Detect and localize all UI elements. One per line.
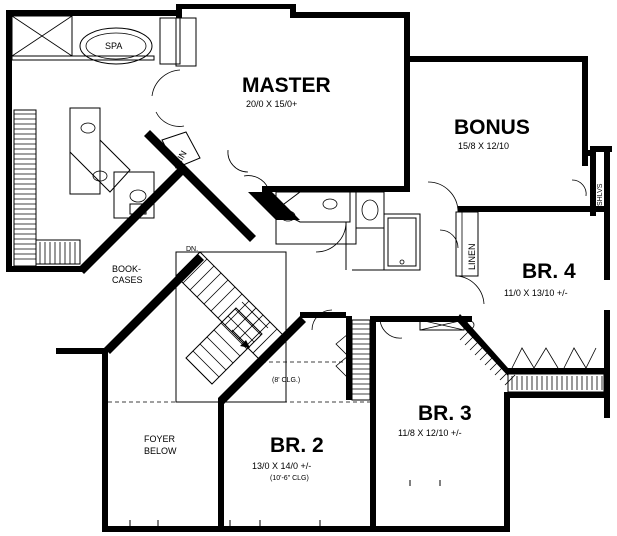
stair-tread: [227, 315, 255, 343]
label-foyer-1: FOYER: [144, 434, 176, 444]
closet-hanging-rods: [14, 113, 603, 395]
label-shlvs: SHLVS: [597, 183, 604, 206]
stair-tread: [199, 343, 227, 371]
stair-tread: [238, 314, 264, 340]
stair-tread: [206, 336, 234, 364]
stair-tread: [192, 350, 220, 378]
label-dn: DN.: [186, 246, 198, 253]
stair-tread: [210, 286, 236, 312]
label-8-clg: (8' CLG.): [272, 377, 300, 384]
stair-tread: [185, 357, 213, 385]
label-spa: SPA: [105, 41, 122, 51]
closet-rod-line: [489, 359, 501, 371]
stair-tread: [203, 279, 229, 305]
exterior-walls: [6, 4, 612, 532]
room-dims-bonus: 15/8 X 12/10: [458, 141, 509, 151]
stair-tread: [234, 308, 262, 336]
closet-rod-line: [474, 344, 486, 356]
stair-tread: [231, 307, 257, 333]
closet-rod-line: [484, 354, 496, 366]
room-ceiling-br2: (10'-6" CLG): [270, 475, 309, 482]
stair-tread: [224, 300, 250, 326]
room-dims-br2: 13/0 X 14/0 +/-: [252, 461, 311, 471]
room-name-br4: BR. 4: [522, 260, 576, 283]
stair-tread: [182, 258, 208, 284]
closet-rod-line: [459, 329, 471, 341]
stair-tread: [217, 293, 243, 319]
room-name-master: MASTER: [242, 74, 331, 97]
stair-tread: [252, 328, 278, 354]
interior-lines: [11, 15, 605, 526]
room-name-bonus: BONUS: [454, 116, 530, 139]
staircase: [175, 251, 287, 403]
room-dims-br4: 11/0 X 13/10 +/-: [504, 288, 568, 298]
room-name-br3: BR. 3: [418, 402, 472, 425]
stair-treads: [175, 251, 278, 385]
label-bookcases-2: CASES: [112, 275, 143, 285]
label-linen: LINEN: [467, 243, 477, 270]
stair-tread: [241, 301, 269, 329]
stair-tread: [189, 265, 215, 291]
stair-arrow-icon: [231, 329, 250, 348]
label-bookcases-1: BOOK-: [112, 264, 141, 274]
stair-tread: [196, 272, 222, 298]
closet-rod-line: [469, 339, 481, 351]
label-foyer-2: BELOW: [144, 446, 177, 456]
closet-rod-line: [504, 374, 516, 386]
closet-rod-line: [499, 369, 511, 381]
diagonal-walls: [78, 130, 508, 404]
stair-tread: [245, 321, 271, 347]
closet-rod-line: [464, 334, 476, 346]
room-dims-master: 20/0 X 15/0+: [246, 99, 297, 109]
closet-rod-line: [494, 364, 506, 376]
room-dims-br3: 11/8 X 12/10 +/-: [398, 428, 462, 438]
closet-rod-line: [479, 349, 491, 361]
room-name-br2: BR. 2: [270, 434, 324, 457]
stair-tread: [175, 251, 201, 277]
stair-tread: [213, 329, 241, 357]
